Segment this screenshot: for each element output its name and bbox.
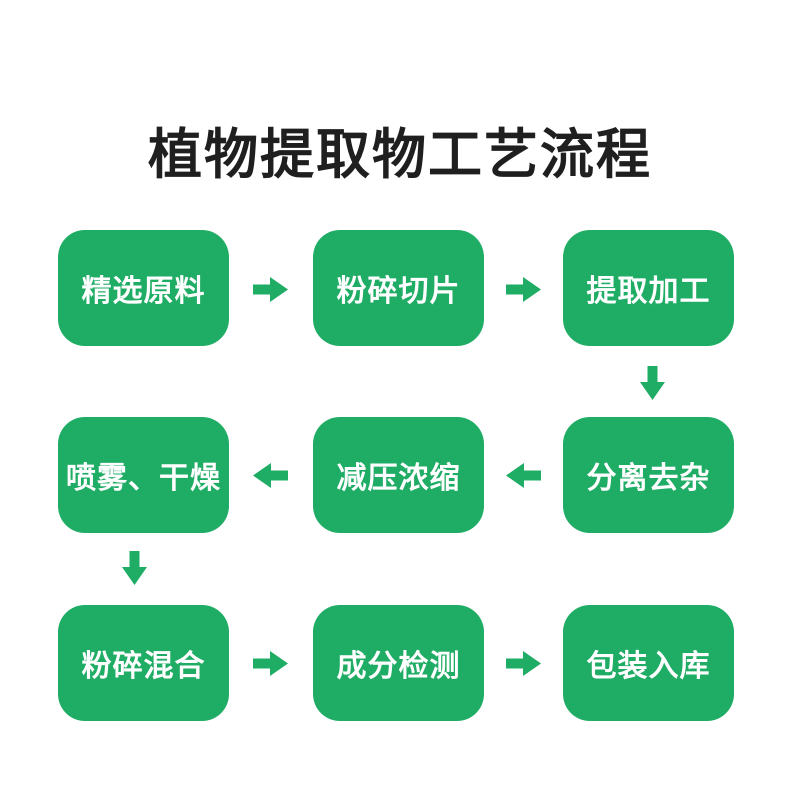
step-label: 粉碎混合 [81,650,206,683]
step-label: 成分检测 [336,650,461,683]
step-crush-slice: 粉碎切片 [313,230,484,346]
arrow-right-icon [253,651,288,676]
arrow-down-icon [122,551,147,585]
arrow-down-icon [640,366,665,400]
step-label: 粉碎切片 [336,275,461,308]
step-vacuum-concentration: 减压浓缩 [313,417,484,533]
arrow-left-icon [506,463,541,488]
step-label: 减压浓缩 [336,462,461,495]
arrow-right-icon [253,277,288,302]
step-crush-mix: 粉碎混合 [58,605,229,721]
arrow-left-icon [253,463,288,488]
step-label: 提取加工 [586,275,711,308]
arrow-right-icon [506,651,541,676]
step-spray-drying: 喷雾、干燥 [58,417,229,533]
page-title: 植物提取物工艺流程 [148,125,652,185]
step-label: 包装入库 [586,650,711,683]
step-separation-impurity-removal: 分离去杂 [563,417,734,533]
step-packing-warehousing: 包装入库 [563,605,734,721]
step-select-raw-material: 精选原料 [58,230,229,346]
step-label: 精选原料 [81,275,206,308]
step-extraction-processing: 提取加工 [563,230,734,346]
step-label: 喷雾、干燥 [66,462,221,495]
arrow-right-icon [506,277,541,302]
step-composition-testing: 成分检测 [313,605,484,721]
step-label: 分离去杂 [586,462,711,495]
